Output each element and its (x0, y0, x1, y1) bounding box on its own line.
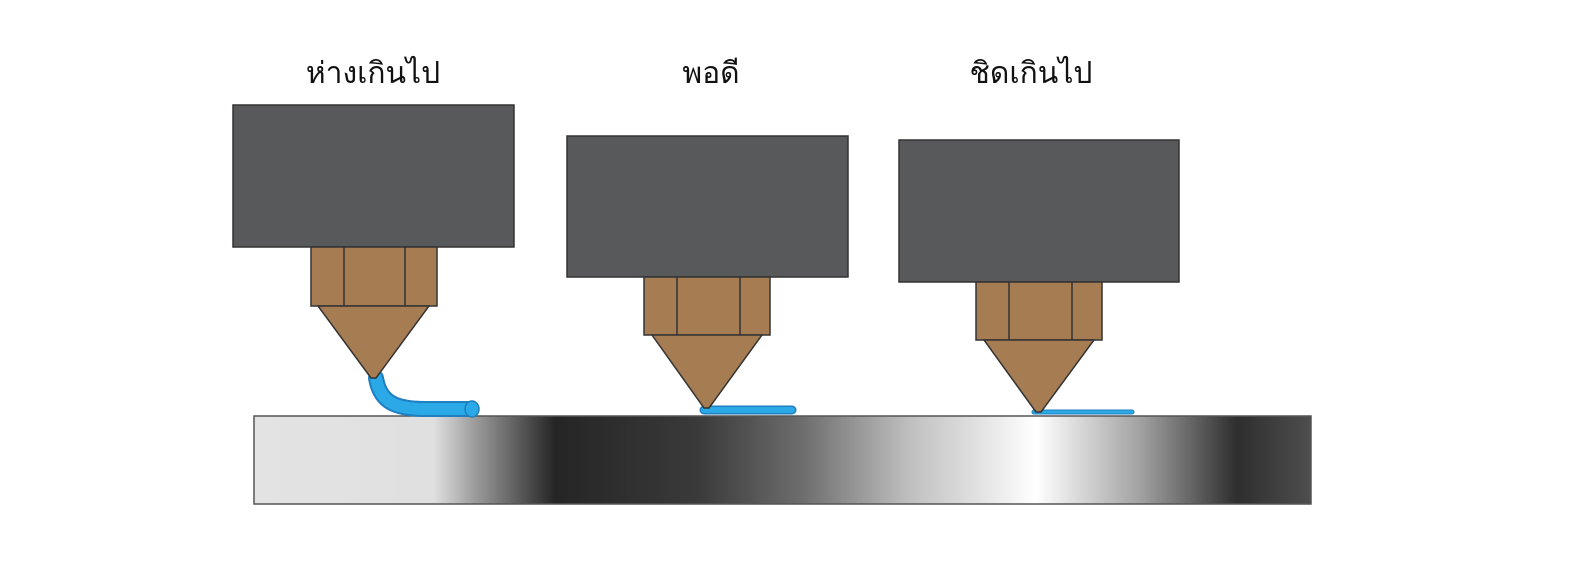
nozzle-hex-nut (975, 281, 1103, 341)
nozzle-too-far (232, 104, 515, 418)
heater-block (566, 135, 849, 278)
nozzle-too-close (898, 139, 1180, 415)
heater-block (898, 139, 1180, 283)
nozzle-tip (316, 305, 431, 379)
label-just-right: พอดี (682, 56, 740, 91)
heater-block (232, 104, 515, 248)
nozzle-hex-nut (310, 246, 438, 307)
print-bed (253, 415, 1312, 505)
label-too-close: ชิดเกินไป (969, 56, 1093, 91)
nozzle-tip (982, 339, 1096, 413)
nozzle-hex-nut (643, 276, 771, 336)
label-too-far: ห่างเกินไป (305, 56, 441, 91)
nozzle-just-right (566, 135, 849, 415)
nozzle-tip (650, 334, 764, 409)
